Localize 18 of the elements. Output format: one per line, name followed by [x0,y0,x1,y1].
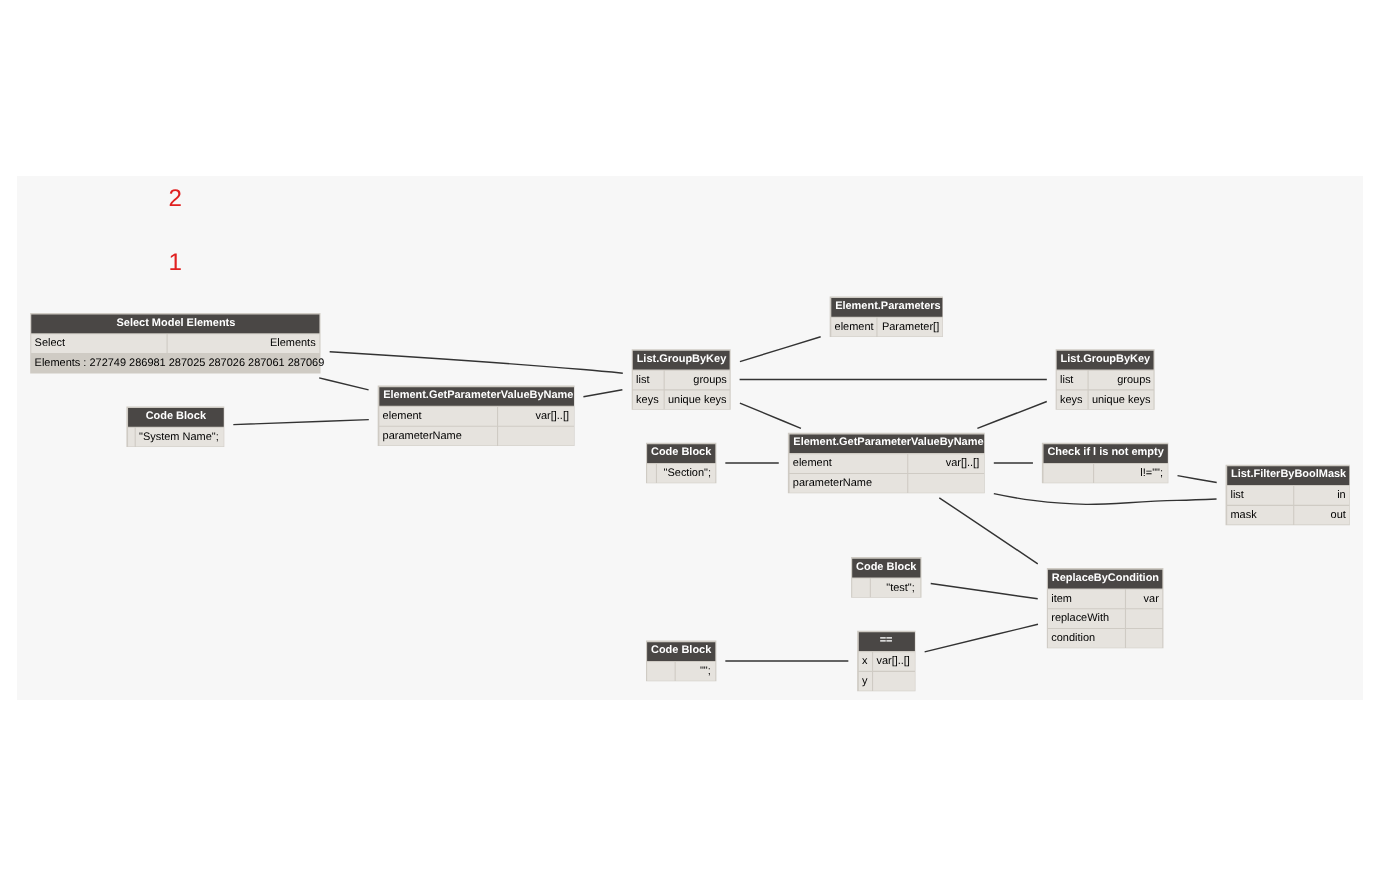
connector [328,350,624,373]
connector [739,335,822,362]
label: 2 [168,183,183,212]
connector [724,659,850,661]
connector [724,461,780,463]
connector [318,376,370,390]
connector [923,622,1039,652]
connector [738,377,1048,380]
connector [993,461,1034,463]
connector [976,399,1048,428]
label: 1 [168,247,183,276]
connector [938,496,1039,564]
connector [930,581,1039,599]
connector [1176,473,1218,483]
connector [232,417,370,425]
connector [993,491,1218,505]
connector [739,401,802,429]
connector [582,388,624,397]
